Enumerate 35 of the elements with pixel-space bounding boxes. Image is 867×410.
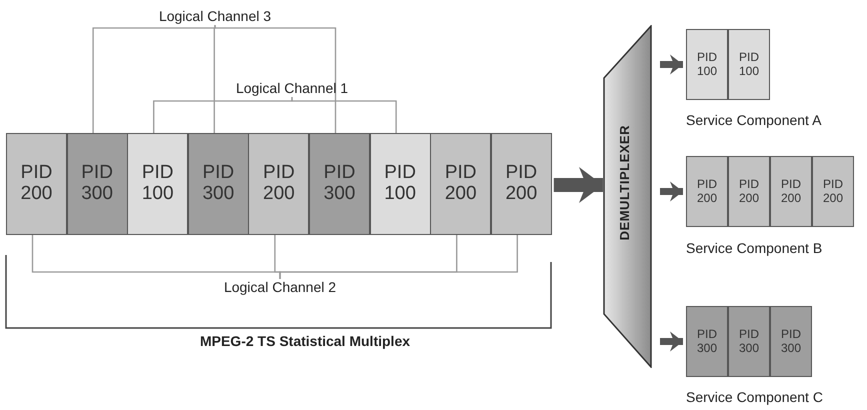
component-heading: Service Component B — [686, 240, 822, 256]
arrow — [660, 54, 683, 74]
component-heading: Service Component C — [686, 389, 823, 405]
demultiplexer-label: DEMULTIPLEXER — [617, 125, 632, 240]
packet-cell: PID 100 — [686, 29, 728, 100]
packet-cell: PID 300 — [309, 133, 370, 235]
packet-cell: PID 200 — [728, 156, 770, 227]
bracket-connector — [214, 25, 336, 133]
packet-cell: PID 200 — [686, 156, 728, 227]
bracket-connector — [214, 25, 216, 133]
packet-cell: PID 200 — [812, 156, 854, 227]
packet-cell: PID 300 — [686, 306, 728, 377]
bracket-caption: MPEG-2 TS Statistical Multiplex — [198, 333, 412, 349]
arrow — [554, 167, 603, 203]
packet-cell: PID 200 — [490, 133, 552, 235]
bracket-connector — [279, 235, 518, 279]
packet-cell: PID 100 — [728, 29, 770, 100]
component-heading: Service Component A — [686, 112, 822, 128]
packet-cell: PID 300 — [770, 306, 812, 377]
packet-cell: PID 200 — [770, 156, 812, 227]
arrow — [660, 332, 683, 352]
packet-cell: PID 200 — [6, 133, 67, 235]
packet-cell: PID 200 — [248, 133, 310, 235]
arrow — [660, 182, 683, 202]
packet-cell: PID 300 — [188, 133, 249, 235]
packet-cell: PID 100 — [370, 133, 431, 235]
packet-cell: PID 200 — [430, 133, 492, 235]
channel-label: Logical Channel 2 — [220, 279, 340, 295]
bracket-connector — [92, 25, 216, 133]
bracket-connector — [291, 97, 397, 133]
channel-label: Logical Channel 3 — [155, 8, 275, 24]
packet-cell: PID 100 — [127, 133, 188, 235]
packet-cell: PID 300 — [728, 306, 770, 377]
channel-label: Logical Channel 1 — [232, 80, 352, 96]
packet-cell: PID 300 — [66, 133, 128, 235]
